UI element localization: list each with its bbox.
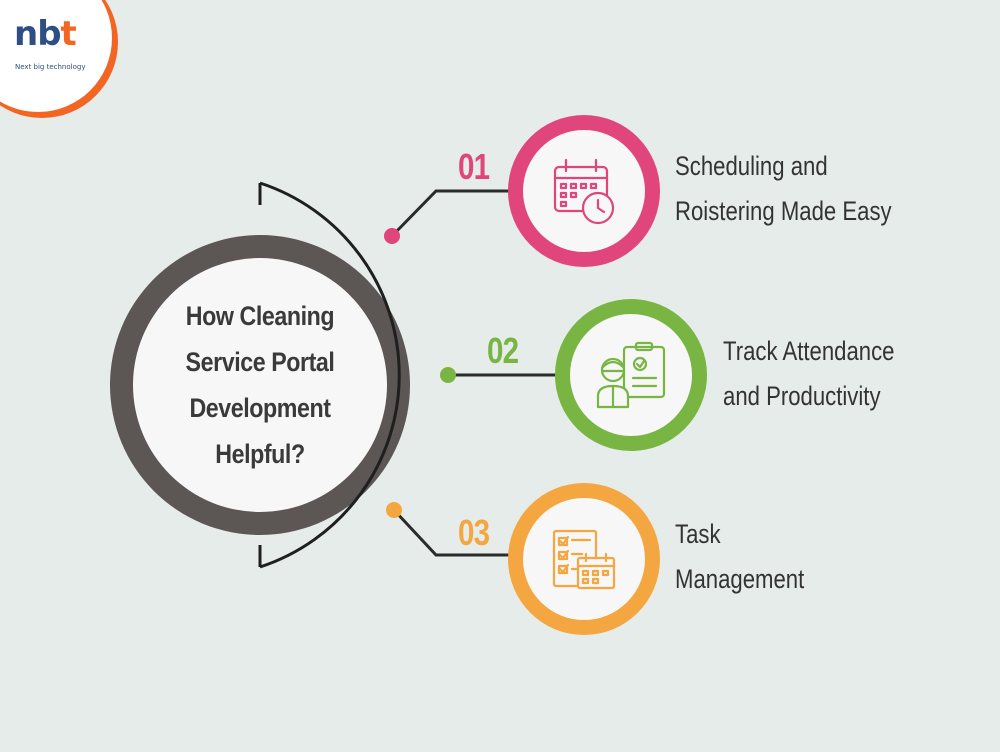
task-calendar-icon [552, 529, 616, 590]
logo-background [0, 0, 118, 118]
arc-dot-1 [384, 228, 400, 244]
logo-tagline: Next big technology [15, 63, 86, 71]
item-number-2: 02 [487, 330, 519, 371]
arc-dot-2 [440, 367, 456, 383]
item-label-2-line1: Track Attendance [723, 336, 895, 366]
arc-dot-3 [386, 502, 402, 518]
item-label-3-line1: Task [675, 519, 721, 549]
item-label-1-line2: Roistering Made Easy [675, 196, 892, 226]
item-number-3: 03 [458, 512, 490, 553]
item-label-3-line2: Management [675, 564, 805, 594]
item-label-3: Task Management [675, 512, 804, 602]
item-label-1-line1: Scheduling and [675, 151, 828, 181]
connector-3 [392, 508, 512, 557]
connector-1 [390, 189, 512, 238]
hub-title: How Cleaning Service Portal Development … [185, 301, 335, 469]
item-circle-2 [555, 299, 707, 451]
item-number-1: 01 [458, 146, 490, 187]
item-label-2-line2: and Productivity [723, 381, 881, 411]
item-label-1: Scheduling and Roistering Made Easy [675, 144, 892, 234]
item-circle-1 [508, 115, 660, 267]
calendar-clock-icon [553, 158, 615, 225]
logo-badge: nbt Next big technology [0, 0, 120, 120]
hub-inner-disc [133, 258, 387, 512]
outer-arc [259, 181, 401, 569]
item-label-2: Track Attendance and Productivity [723, 329, 894, 419]
worker-checklist-icon [596, 341, 666, 409]
logo-mark: nbt [14, 14, 77, 54]
